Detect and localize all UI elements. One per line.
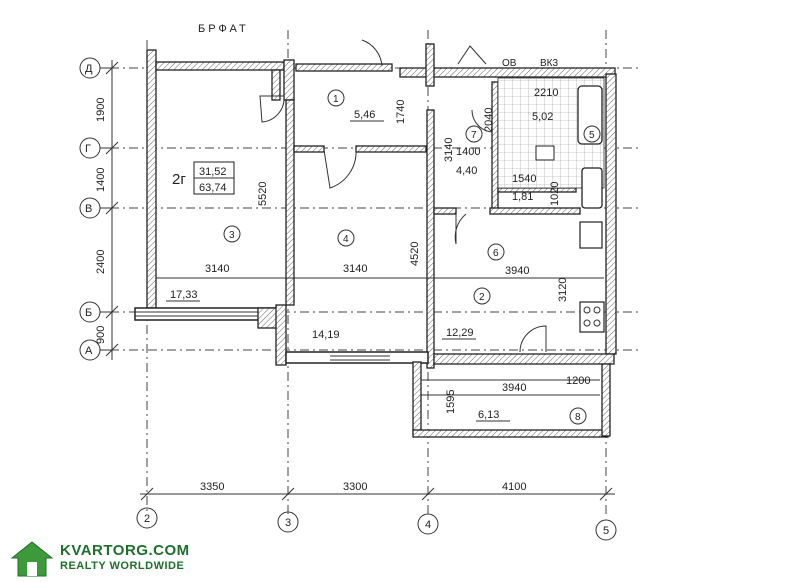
kitchen-sink [579,221,603,249]
dim-3140-b: 3140 [343,263,367,275]
dim-1740: 1740 [395,100,407,124]
col-axis-5: 5 [603,525,609,537]
washbasin [535,145,555,161]
dim-5520: 5520 [257,182,269,206]
bottom-dimension-chain [140,487,615,501]
left-dimension-chain [105,60,119,360]
room-5-area: 5,02 [532,111,553,123]
room-5-number: 5 [589,130,595,141]
room-7-number: 7 [471,130,477,141]
room-markers [223,89,601,425]
walls [134,43,617,438]
door-swings [259,39,547,353]
left-dim-1: 1900 [95,98,107,122]
dim-3140-vert: 3140 [443,138,455,162]
room-2-area: 12,29 [446,327,474,339]
dim-2210: 2210 [534,87,558,99]
col-axis-3: 3 [285,517,291,529]
logo-line-1: KVARTORG.COM [60,542,190,559]
dim-1020: 1020 [549,182,561,206]
room-6-area: 1,81 [512,191,533,203]
room-2-number: 2 [479,292,485,303]
dim-4520: 4520 [409,242,421,266]
bottom-dim-2: 3300 [343,481,367,493]
dim-3120: 3120 [557,278,569,302]
row-axis-d: Д [85,63,93,75]
column-axis-markers [136,507,617,541]
room-7-area: 4,40 [456,165,477,177]
bottom-dim-3: 4100 [502,481,526,493]
room-8-number: 8 [575,412,581,423]
house-logo-icon [10,541,54,577]
left-dim-4: 900 [95,326,107,344]
room-3-area: 17,33 [170,289,198,301]
dim-3140-a: 3140 [205,263,229,275]
row-axis-v: В [85,203,92,215]
room-4-number: 4 [343,234,349,245]
mark-vk: ВК3 [540,58,558,69]
apartment-living-area: 31,52 [199,166,227,178]
dim-1200: 1200 [566,375,590,387]
dim-3940-b: 3940 [502,382,526,394]
room-1-number: 1 [333,94,339,105]
col-axis-2: 2 [144,513,150,525]
dim-1595: 1595 [445,390,457,414]
row-axis-b: Б [85,307,92,319]
header-title-fragment: БРФАТ [198,23,249,35]
dim-3940-a: 3940 [505,265,529,277]
left-dim-2: 1400 [95,168,107,192]
col-axis-4: 4 [425,519,431,531]
room-3-number: 3 [229,230,235,241]
toilet [581,167,603,209]
left-dim-3: 2400 [95,250,107,274]
bathtub [577,85,603,145]
mark-ov: ОВ [502,58,517,69]
row-axis-g: Г [85,143,91,155]
dim-1540: 1540 [512,173,536,185]
room-1-area: 5,46 [354,109,375,121]
room-6-number: 6 [493,248,499,259]
room-8-area: 6,13 [478,409,499,421]
apartment-type: 2г [172,171,186,188]
apartment-total-area: 63,74 [199,182,227,194]
dim-2040: 2040 [483,108,495,132]
logo-line-2: REALTY WORLDWIDE [60,560,185,572]
row-axis-a: А [85,345,93,357]
dim-1400: 1400 [456,146,480,158]
stove [579,301,605,333]
room-4-area: 14,19 [312,329,340,341]
bottom-dim-1: 3350 [200,481,224,493]
watermark-logo: KVARTORG.COM REALTY WORLDWIDE [8,540,198,578]
row-axis-markers [79,57,112,361]
